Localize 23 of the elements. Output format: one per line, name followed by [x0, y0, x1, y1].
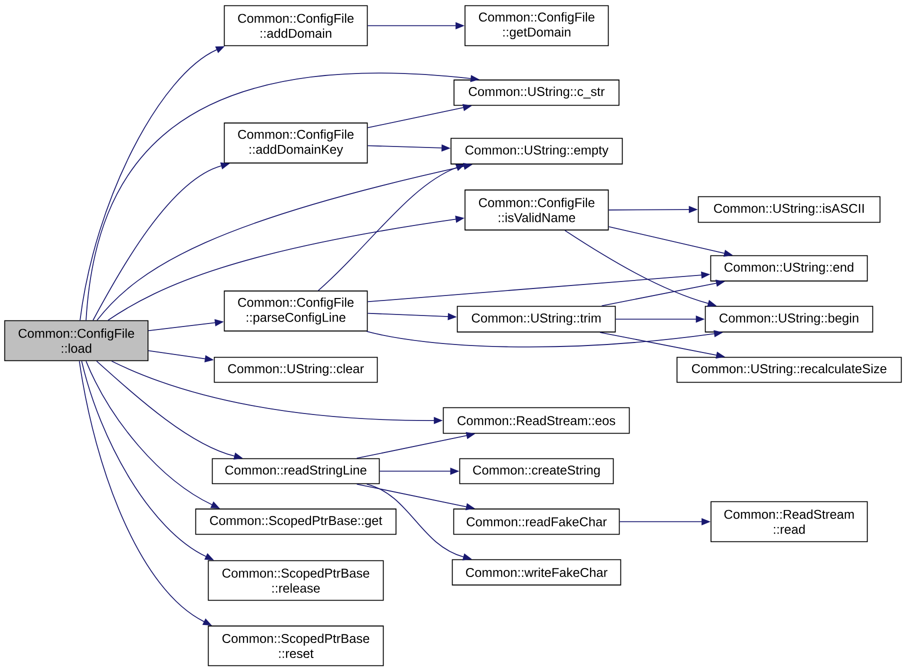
function-box: Common::ScopedPtrBase ::release [208, 560, 384, 601]
function-box: Common::writeFakeChar [452, 559, 622, 586]
function-box: Common::ConfigFile ::parseConfigLine [224, 290, 368, 332]
function-box: Common::ReadStream ::read [710, 501, 868, 542]
function-box: Common::UString::clear [214, 356, 378, 383]
function-box: Common::UString::empty [450, 138, 623, 164]
function-box: Common::UString::c_str [454, 80, 620, 106]
function-box: Common::ConfigFile ::isValidName [464, 190, 609, 230]
function-box: Common::readStringLine [212, 458, 380, 484]
function-box: Common::UString::trim [456, 306, 616, 332]
function-box: Common::UString::recalculateSize [676, 356, 902, 383]
function-box: Common::ScopedPtrBase::get [195, 508, 396, 535]
function-box: Common::UString::isASCII [698, 196, 880, 223]
function-box: Common::ConfigFile ::load [4, 320, 148, 362]
function-box: Common::ConfigFile ::addDomainKey [224, 122, 368, 164]
function-box: Common::ScopedPtrBase ::reset [208, 626, 384, 666]
function-box: Common::ConfigFile ::addDomain [224, 5, 368, 46]
function-box: Common::ReadStream::eos [442, 407, 630, 434]
function-box: Common::UString::begin [704, 306, 874, 332]
function-box: Common::createString [459, 458, 614, 484]
function-box: Common::UString::end [710, 255, 868, 282]
function-box: Common::ConfigFile ::getDomain [464, 5, 609, 46]
function-box: Common::readFakeChar [453, 508, 620, 535]
